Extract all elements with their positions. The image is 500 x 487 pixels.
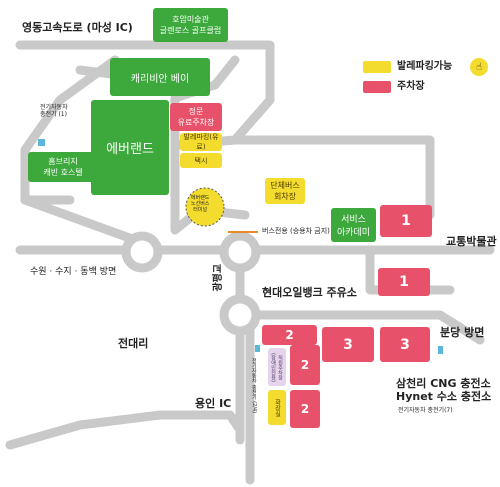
right-road-label: 분당 방면: [440, 326, 485, 339]
bus-only-label: 버스전용 (승용차 금지): [262, 227, 330, 235]
lot-2-bottom[interactable]: 2: [290, 390, 320, 428]
samcheonri-label: 삼천리 CNG 충전소 Hynet 수소 충전소: [396, 377, 492, 403]
employee-lot-box: 직원주차장 (장애인전용): [268, 348, 286, 386]
bottom-ic-label: 용인 IC: [195, 397, 232, 410]
main-gate-lot: 정문 유료주차장: [170, 103, 222, 131]
ev-charger-7-label: 전기자동차 충전기(7): [398, 407, 453, 414]
lot-1-bottom[interactable]: 1: [378, 268, 430, 296]
terminal-label: 에버랜드 노선버스 터미널: [191, 195, 210, 213]
restroom-box: 화장실: [268, 390, 286, 425]
roundabout-west: [121, 231, 163, 273]
lot-3-left[interactable]: 3: [322, 327, 374, 362]
ev-marker-4: [255, 345, 260, 352]
ev-charger-4-label: 전기자동차 충전기 (2/4): [250, 358, 257, 414]
hoam-museum-box: 호암미술관 글렌로스 골프클럽: [153, 8, 228, 42]
ev-marker-1: [38, 139, 45, 146]
left-road-label: 수원 · 수지 · 동백 방면: [30, 267, 117, 277]
left-area-label: 전대리: [118, 337, 149, 350]
lot-2-mid[interactable]: 2: [290, 345, 320, 385]
junction-label: 현대오일뱅크 주유소: [262, 286, 357, 299]
bottom-road: [5, 410, 245, 450]
everland-box: 에버랜드: [91, 100, 169, 195]
valet-box: 발레파킹(유료): [180, 133, 222, 151]
roundabout-south: [219, 294, 261, 336]
service-academy-box: 서비스 아카데미: [331, 208, 376, 242]
ev-marker-7: [438, 346, 443, 354]
taxi-box: 택시: [180, 153, 222, 168]
legend-valet-label: 발레파킹가능: [397, 61, 453, 72]
legend-parking-label: 주차장: [397, 81, 425, 92]
loop-road: [20, 55, 140, 245]
lot-1-top[interactable]: 1: [380, 205, 432, 237]
lot-2-top[interactable]: 2: [262, 325, 317, 345]
lot-3-right[interactable]: 3: [380, 327, 430, 362]
legend-valet-swatch: [363, 61, 391, 73]
legend-parking-swatch: [363, 81, 391, 93]
highway-road: [15, 40, 435, 220]
hand-pointer-icon: ☝: [470, 58, 488, 76]
home-brisbane-box: 홈브리지 캐빈 호스텔: [28, 152, 98, 182]
vertical-road-label: 광평교: [213, 263, 225, 292]
group-bus-box: 단체버스 회차장: [265, 178, 305, 204]
terminal-ring: [185, 187, 225, 227]
top-highway-label: 영동고속도로 (마성 IC): [22, 21, 133, 34]
museum-label: 교통박물관: [446, 235, 497, 248]
caribbean-bay-box: 캐리비안 베이: [110, 58, 210, 96]
roundabout-center: [219, 231, 261, 273]
ev-charger-1-label: 전기자동차 충전기 (1): [40, 104, 68, 118]
